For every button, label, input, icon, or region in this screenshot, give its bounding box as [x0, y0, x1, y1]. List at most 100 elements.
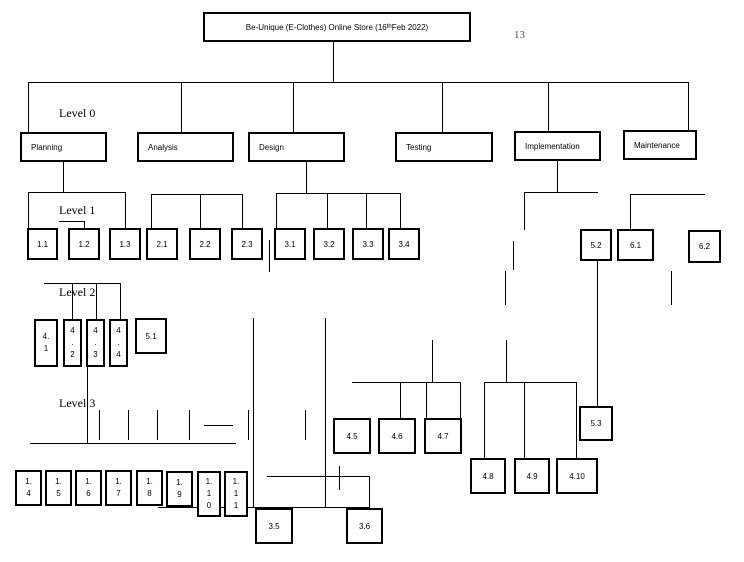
node-2-1: 2.1 — [146, 228, 178, 260]
level-2-label: Level 2 — [59, 285, 96, 299]
node-4-8: 4.8 — [470, 458, 506, 494]
connector — [333, 42, 334, 82]
connector — [325, 318, 326, 507]
connector — [99, 410, 100, 440]
phase-planning: Planning — [20, 132, 107, 162]
connector — [460, 382, 461, 418]
node-1-7: 1. 7 — [105, 470, 132, 506]
connector — [366, 193, 367, 228]
node-6-2: 6.2 — [688, 230, 721, 263]
connector — [125, 192, 126, 228]
connector — [200, 194, 201, 228]
page-number: 13 — [514, 29, 525, 41]
level-3-label: Level 3 — [59, 396, 96, 410]
connector — [524, 192, 525, 230]
connector — [189, 410, 190, 440]
node-4-6: 4.6 — [378, 418, 416, 454]
node-6-1: 6.1 — [617, 229, 654, 261]
connector — [120, 283, 121, 319]
connector — [442, 82, 443, 132]
phase-testing: Testing — [395, 132, 493, 162]
node-4-2: 4 . 2 — [63, 319, 82, 367]
connector — [369, 476, 370, 508]
connector — [157, 410, 158, 440]
connector — [63, 162, 64, 192]
connector — [158, 507, 369, 508]
connector — [84, 221, 85, 228]
node-1-2: 1.2 — [68, 228, 100, 260]
node-3-5: 3.5 — [255, 508, 293, 544]
phase-analysis: Analysis — [137, 132, 234, 162]
connector — [548, 82, 549, 132]
connector — [44, 283, 121, 284]
connector — [400, 382, 401, 418]
connector — [432, 340, 433, 382]
connector — [248, 410, 249, 440]
connector — [72, 283, 73, 319]
connector — [352, 382, 461, 383]
connector — [276, 193, 401, 194]
node-4-1: 4. 1 — [34, 319, 58, 367]
node-4-4: 4 . 4 — [109, 319, 128, 367]
connector — [339, 466, 340, 490]
connector — [513, 241, 514, 270]
connector — [28, 82, 29, 132]
connector — [181, 82, 182, 132]
node-2-2: 2.2 — [189, 228, 221, 260]
root-title-sup: th — [386, 24, 392, 30]
node-1-11: 1. 1 1 — [224, 471, 248, 517]
node-1-10: 1. 1 0 — [197, 471, 221, 517]
connector — [30, 443, 236, 444]
node-5-2: 5.2 — [580, 229, 612, 261]
node-1-6: 1. 6 — [75, 470, 102, 506]
connector — [293, 82, 294, 132]
connector — [506, 340, 507, 382]
node-3-3: 3.3 — [352, 228, 384, 260]
node-5-1: 5.1 — [135, 318, 167, 354]
connector — [327, 193, 328, 228]
node-1-8: 1. 8 — [136, 470, 163, 506]
connector — [267, 476, 370, 477]
connector — [204, 425, 233, 426]
connector — [576, 382, 577, 458]
connector — [524, 382, 525, 458]
connector — [426, 382, 427, 418]
connector — [524, 192, 598, 193]
connector — [269, 240, 270, 272]
node-5-3: 5.3 — [579, 406, 613, 441]
connector — [28, 192, 126, 193]
phase-maintenance: Maintenance — [623, 130, 697, 160]
connector — [28, 192, 29, 228]
node-2-3: 2.3 — [231, 228, 263, 260]
node-4-7: 4.7 — [424, 418, 462, 454]
connector — [242, 194, 243, 228]
connector — [688, 82, 689, 132]
connector — [151, 194, 242, 195]
connector — [151, 194, 152, 228]
node-3-1: 3.1 — [274, 228, 306, 260]
connector — [253, 318, 254, 507]
phase-design: Design — [248, 132, 345, 162]
connector — [276, 193, 277, 228]
connector — [306, 162, 307, 193]
node-3-2: 3.2 — [313, 228, 345, 260]
phase-implementation: Implementation — [514, 131, 601, 161]
connector — [597, 261, 598, 406]
node-4-3: 4 . 3 — [86, 319, 105, 367]
node-1-9: 1. 9 — [166, 471, 193, 507]
connector — [28, 82, 689, 83]
node-4-5: 4.5 — [333, 418, 371, 454]
node-1-3: 1.3 — [109, 228, 141, 260]
connector — [505, 271, 506, 305]
level-0-label: Level 0 — [59, 106, 96, 120]
connector — [630, 194, 705, 195]
connector — [630, 194, 631, 229]
connector — [557, 161, 558, 192]
node-1-5: 1. 5 — [45, 470, 72, 506]
connector — [305, 410, 306, 440]
node-4-9: 4.9 — [514, 458, 550, 494]
node-3-6: 3.6 — [346, 508, 383, 544]
level-1-label: Level 1 — [59, 203, 96, 217]
connector — [96, 283, 97, 319]
node-1-1: 1.1 — [27, 228, 58, 260]
